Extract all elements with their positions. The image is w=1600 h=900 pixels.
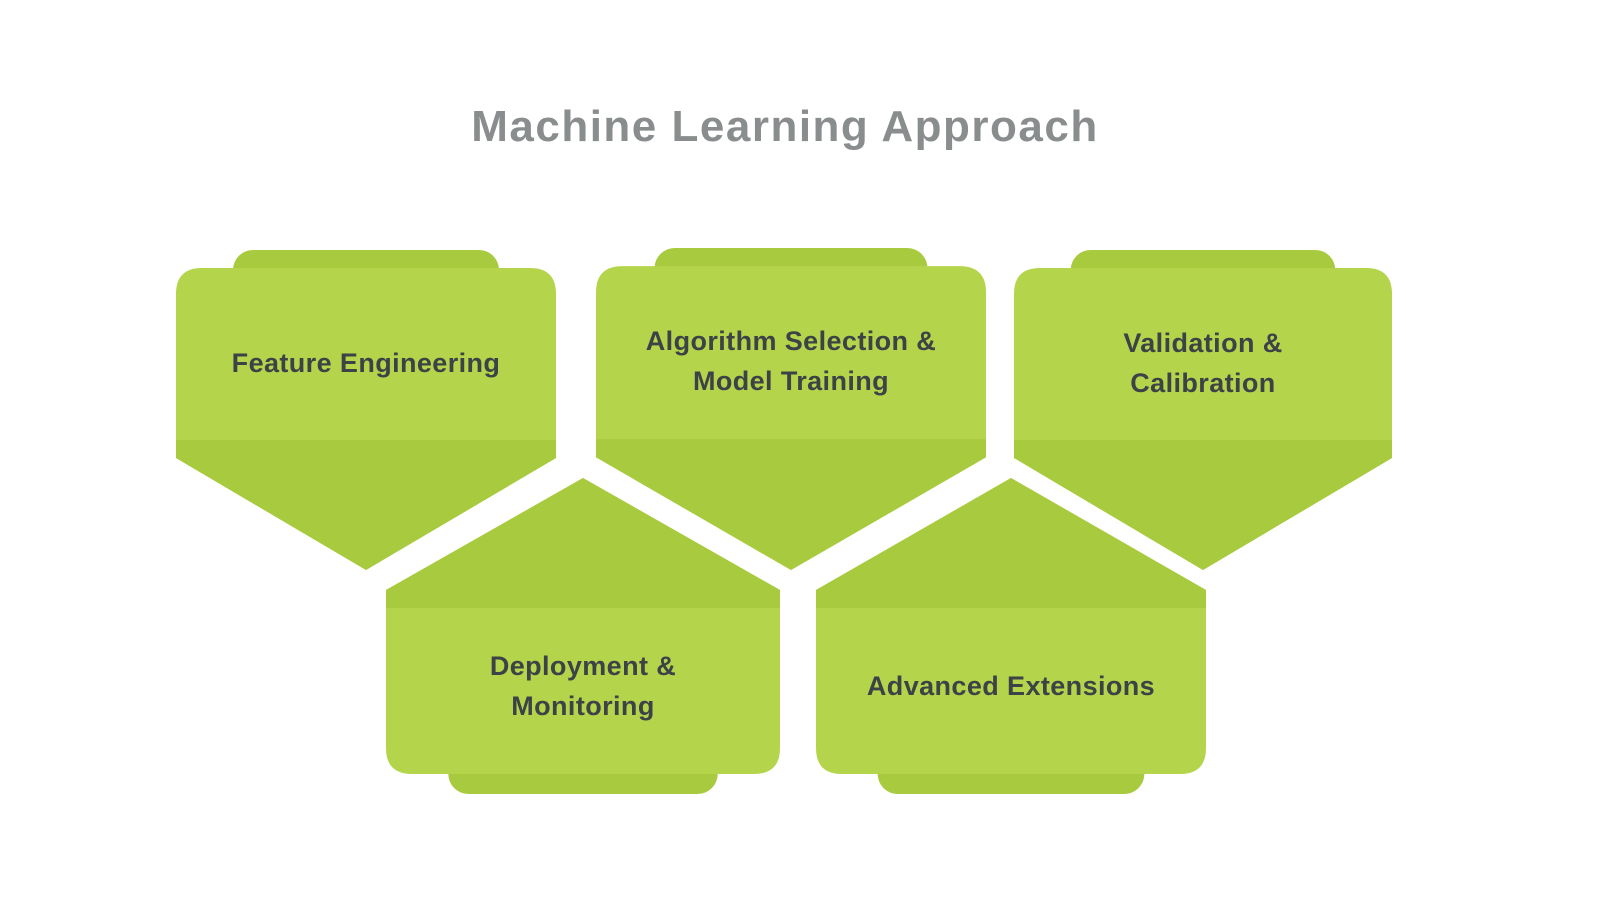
hexagon-badge-up-icon	[816, 478, 1206, 794]
step-card-algorithm-selection: Algorithm Selection & Model Training	[596, 248, 986, 570]
hexagon-badge-down-icon	[1014, 250, 1392, 570]
step-label: Deployment & Monitoring	[489, 651, 677, 721]
step-label: Advanced Extensions	[866, 671, 1156, 702]
step-label: Algorithm Selection & Model Training	[645, 326, 937, 396]
diagram-title: Machine Learning Approach	[471, 102, 1099, 151]
step-label: Validation & Calibration	[1123, 328, 1283, 398]
hexagon-badge-up-icon	[386, 478, 780, 794]
badge-chevron	[596, 439, 986, 570]
step-card-advanced-extensions: Advanced Extensions	[816, 478, 1206, 794]
badge-chevron	[386, 478, 780, 608]
step-label: Feature Engineering	[231, 348, 501, 379]
badge-chevron	[1014, 440, 1392, 570]
badge-chevron	[176, 440, 556, 570]
hexagon-badge-down-icon	[596, 248, 986, 570]
step-card-validation-calibration: Validation & Calibration	[1014, 250, 1392, 570]
step-card-deployment-monitoring: Deployment & Monitoring	[386, 478, 780, 794]
step-card-feature-engineering: Feature Engineering	[176, 250, 556, 570]
hexagon-badge-down-icon	[176, 250, 556, 570]
badge-chevron	[816, 478, 1206, 608]
